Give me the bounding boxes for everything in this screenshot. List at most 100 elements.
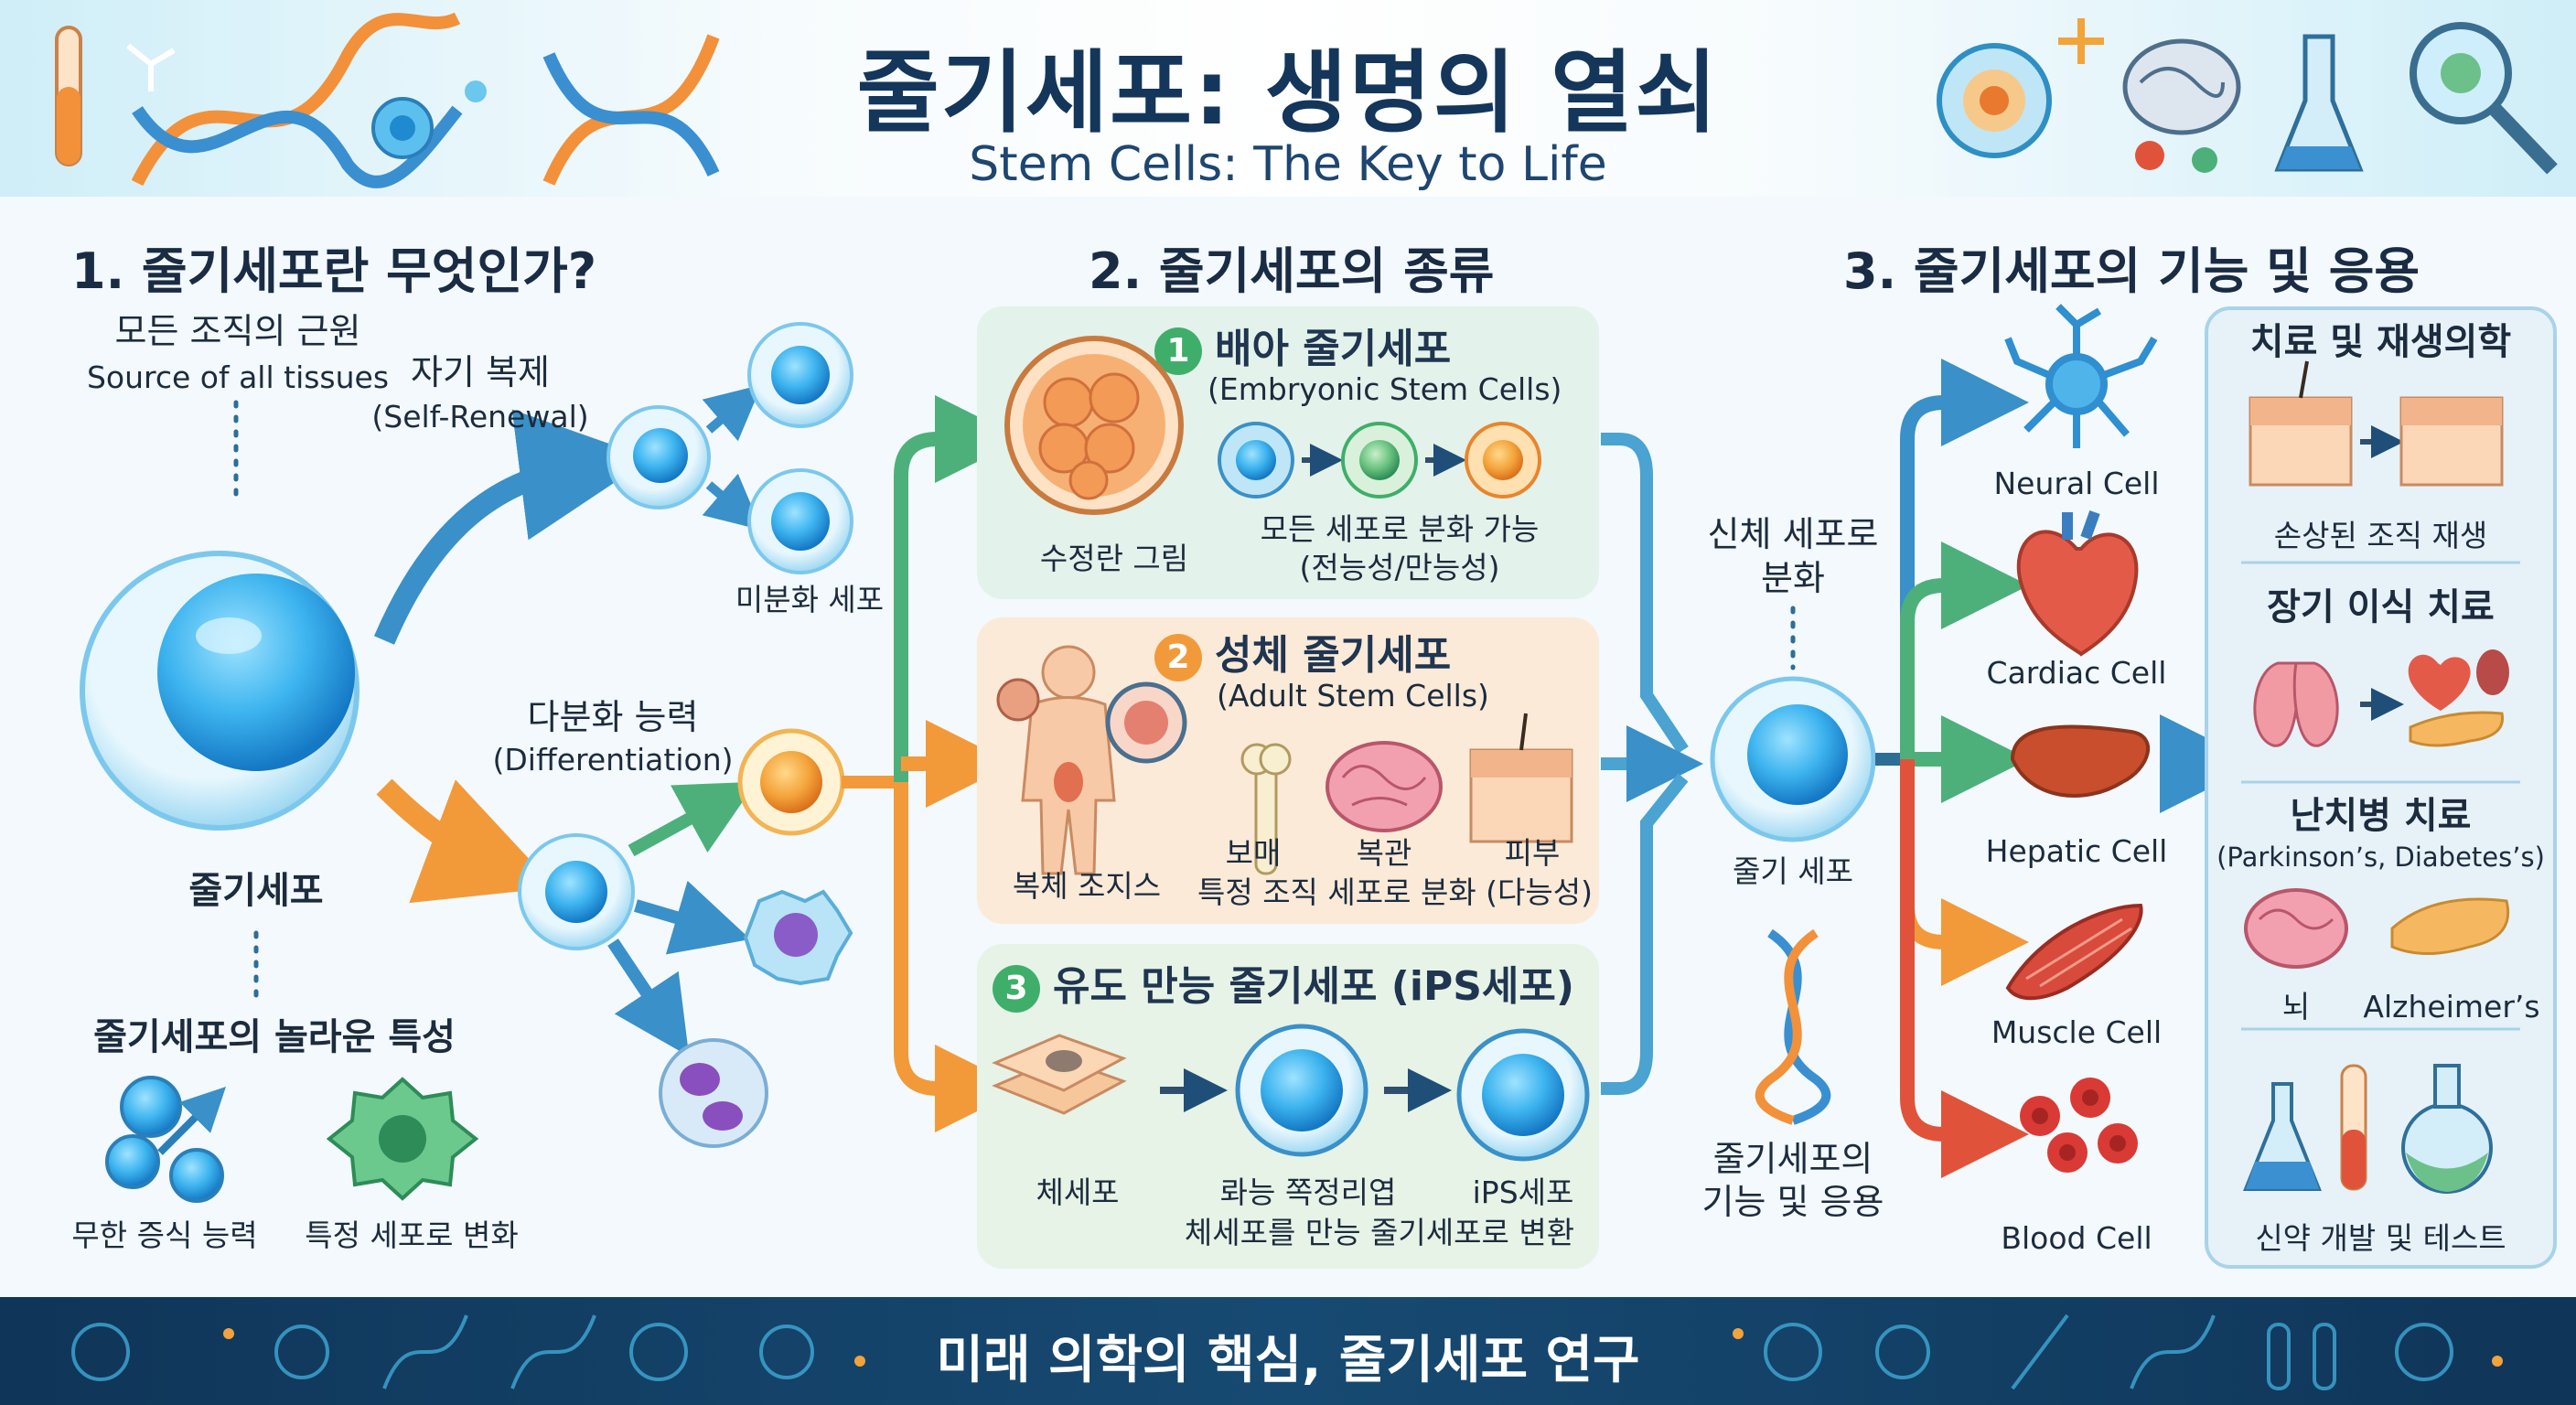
ips-cell-icon <box>1456 1028 1590 1162</box>
test-tube-icon <box>2267 1323 2291 1390</box>
atom-icon <box>1875 1325 1930 1379</box>
magnifier-icon <box>2410 22 2558 175</box>
molecule-icon <box>629 1323 688 1381</box>
muscle-cell-icon <box>2005 903 2143 1001</box>
therapy-title: 치료 및 재생의학 <box>2249 321 2512 363</box>
drug-development-label: 신약 개발 및 테스트 <box>2255 1220 2506 1256</box>
flow-line <box>1601 773 1689 1095</box>
section3-heading: 3. 줄기세포의 기능 및 응용 <box>1843 242 2420 300</box>
blood-cell-icon <box>659 1038 768 1148</box>
cardiac-cell-label: Cardiac Cell <box>1986 655 2167 691</box>
adult-title-en: (Adult Stem Cells) <box>1217 678 1489 713</box>
footer-text: 미래 의학의 핵심, 줄기세포 연구 <box>936 1331 1640 1390</box>
self-renewal-arrow <box>373 409 651 645</box>
arrow <box>702 384 762 442</box>
differentiation-arrow <box>376 778 556 904</box>
pancreas-icon <box>2409 711 2505 747</box>
middle-stem-cell-label: 줄기 세포 <box>1733 853 1853 889</box>
reprogrammed-cell-icon <box>1235 1024 1368 1157</box>
lab-flasks-icon <box>2243 1064 2493 1194</box>
header-decorations <box>55 12 2558 188</box>
alzheimers-label: Alzheimer’s <box>2363 989 2540 1024</box>
muscle-cell-label: Muscle Cell <box>1991 1014 2163 1050</box>
arrow <box>607 938 690 1056</box>
neural-cell-icon <box>2004 304 2158 448</box>
stem-cell-icon <box>1218 422 1294 499</box>
brain-icon <box>2122 38 2241 135</box>
ips-desc: 체세포를 만능 줄기세포로 변환 <box>1184 1215 1575 1250</box>
brain-icon <box>2244 888 2348 969</box>
somatic-cell-label: 체세포 <box>1036 1174 1120 1210</box>
stem-cell-middle-icon <box>1710 676 1876 842</box>
adult-title: 2 성체 줄기세포 <box>1154 622 1451 681</box>
molecule-icon <box>71 1323 130 1381</box>
page-subtitle: Stem Cells: The Key to Life <box>969 137 1607 192</box>
number-badge: 1 <box>1154 327 1202 375</box>
blood-cell-label: Blood Cell <box>2001 1220 2152 1256</box>
organ-transplant-title: 장기 이식 치료 <box>2267 586 2495 628</box>
incurable-disease-sub: (Parkinson’s, Diabetes’s) <box>2216 842 2545 873</box>
self-renewal-label-ko: 자기 복제 <box>411 352 550 392</box>
footer-decorations <box>71 1314 2503 1390</box>
molecule-icon <box>126 43 176 91</box>
heart-icon <box>2408 654 2471 711</box>
bone-label: 보매 <box>1225 835 1282 871</box>
hepatic-cell-icon <box>2010 724 2150 798</box>
cell-icon <box>1764 1323 1822 1381</box>
arrow <box>702 473 762 531</box>
stem-cell-label: 줄기세포 <box>188 870 324 912</box>
diagram-graphics <box>80 304 2259 1203</box>
function-label-2: 기능 및 응용 <box>1701 1182 1884 1222</box>
skin-icon <box>1469 713 1573 843</box>
function-label-1: 줄기세포의 <box>1712 1139 1873 1179</box>
green-cell-icon <box>1341 422 1418 499</box>
brain-label: 복관 <box>1356 835 1412 871</box>
fertilized-egg-icon <box>1004 336 1184 515</box>
skin-label: 피부 <box>1504 835 1561 871</box>
stem-cell-large-icon <box>80 551 360 831</box>
applications-graphics <box>2241 360 2520 1194</box>
property-infinite-proliferation: 무한 증식 능력 <box>71 1217 258 1253</box>
transform-cell-icon <box>326 1077 479 1201</box>
renewal-cell-icon <box>747 322 853 428</box>
section2-heading: 2. 줄기세포의 종류 <box>1089 242 1495 300</box>
properties-title: 줄기세포의 놀라운 특성 <box>93 1016 456 1058</box>
test-tube-icon <box>55 26 82 166</box>
arrow <box>628 781 757 857</box>
renewal-cell-icon <box>747 468 853 574</box>
flask-icon <box>2274 34 2364 172</box>
arrow <box>634 880 751 955</box>
cardiac-cell-icon <box>2016 509 2139 657</box>
cell-magnify-icon <box>1937 43 2052 158</box>
dna-icon <box>2130 1314 2216 1389</box>
arrow-blood <box>1900 759 2029 1178</box>
incurable-disease-title: 난치병 치료 <box>2290 795 2472 837</box>
embryonic-desc-1: 모든 세포로 분화 가능 <box>1260 511 1540 547</box>
bone-icon <box>1240 743 1292 875</box>
flow-to-ips <box>894 782 1023 1132</box>
embryonic-title-ko: 배아 줄기세포 <box>1215 326 1452 372</box>
skin-healed-icon <box>2399 396 2504 487</box>
arrow-cardiac <box>1900 542 2029 759</box>
plus-icon <box>2058 18 2104 64</box>
pancreas-icon <box>2390 897 2510 955</box>
ips-title-text: 유도 만능 줄기세포 (iPS세포) <box>1053 963 1574 1010</box>
body-tissue-label: 복체 조지스 <box>1012 868 1162 904</box>
cell-icon <box>759 1325 814 1379</box>
property-specific-differentiation: 특정 세포로 변화 <box>305 1217 519 1253</box>
flow-to-embryonic <box>894 395 1023 782</box>
embryonic-title-en: (Embryonic Stem Cells) <box>1208 371 1562 407</box>
number-badge: 2 <box>1154 634 1202 681</box>
dna-icon <box>510 1314 596 1389</box>
syringe-icon <box>2011 1314 2069 1390</box>
somatic-cell-icon <box>992 1034 1127 1115</box>
adult-graphics <box>996 645 1573 875</box>
section1-heading: 1. 줄기세포란 무엇인가? <box>71 242 597 300</box>
somatic-diff-label-1: 신체 세포로 <box>1707 514 1879 554</box>
embryonic-graphics <box>1004 336 1541 515</box>
atom-icon <box>274 1325 329 1379</box>
blood-cells-icon <box>2020 1078 2138 1173</box>
adult-desc: 특정 조직 세포로 분화 (다능성) <box>1197 874 1594 910</box>
adult-title-ko: 성체 줄기세포 <box>1215 632 1452 679</box>
